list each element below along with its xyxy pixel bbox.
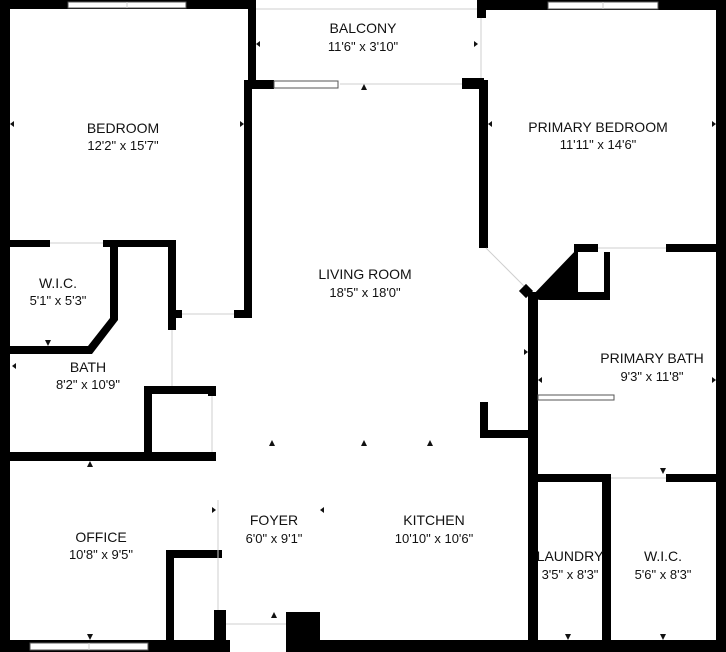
room-dims: 9'3" x 11'8" (620, 369, 683, 384)
room-name: LAUNDRY (537, 548, 604, 564)
room-dims: 11'11" x 14'6" (560, 137, 637, 152)
room-name: W.I.C. (39, 275, 77, 291)
room-name: BATH (70, 359, 106, 375)
room-name: LIVING ROOM (318, 266, 411, 282)
room-dims: 18'5" x 18'0" (329, 285, 401, 300)
room-dims: 5'1" x 5'3" (30, 293, 87, 308)
room-dims: 10'10" x 10'6" (395, 531, 474, 546)
dimension-ticks (10, 41, 716, 640)
room-name: W.I.C. (644, 548, 682, 564)
room-name: KITCHEN (403, 512, 464, 528)
room-primary-bedroom: PRIMARY BEDROOM 11'11" x 14'6" (528, 119, 668, 152)
room-bedroom: BEDROOM 12'2" x 15'7" (87, 120, 159, 153)
room-name: PRIMARY BEDROOM (528, 119, 668, 135)
room-dims: 10'8" x 9'5" (69, 547, 133, 562)
room-dims: 5'6" x 8'3" (635, 567, 692, 582)
windows (29, 1, 659, 651)
room-bath: BATH 8'2" x 10'9" (56, 359, 120, 392)
room-foyer: FOYER 6'0" x 9'1" (246, 512, 303, 546)
balcony-slider (273, 80, 339, 89)
room-dims: 3'5" x 8'3" (542, 567, 599, 582)
room-name: BALCONY (330, 20, 398, 36)
room-laundry: LAUNDRY 3'5" x 8'3" (537, 548, 604, 582)
room-living-room: LIVING ROOM 18'5" x 18'0" (318, 266, 411, 300)
room-dims: 6'0" x 9'1" (246, 531, 303, 546)
room-wic-2: W.I.C. 5'6" x 8'3" (635, 548, 692, 582)
room-dims: 12'2" x 15'7" (87, 138, 159, 153)
room-office: OFFICE 10'8" x 9'5" (69, 529, 133, 562)
primary-bath-shelf (537, 394, 615, 401)
room-balcony: BALCONY 11'6" x 3'10" (328, 20, 399, 54)
room-name: PRIMARY BATH (600, 350, 703, 366)
room-dims: 11'6" x 3'10" (328, 39, 399, 54)
room-wic-1: W.I.C. 5'1" x 5'3" (30, 275, 87, 308)
room-name: BEDROOM (87, 120, 159, 136)
room-dims: 8'2" x 10'9" (56, 377, 120, 392)
room-name: FOYER (250, 512, 298, 528)
room-kitchen: KITCHEN 10'10" x 10'6" (395, 512, 474, 546)
room-primary-bath: PRIMARY BATH 9'3" x 11'8" (600, 350, 703, 384)
room-name: OFFICE (75, 529, 126, 545)
